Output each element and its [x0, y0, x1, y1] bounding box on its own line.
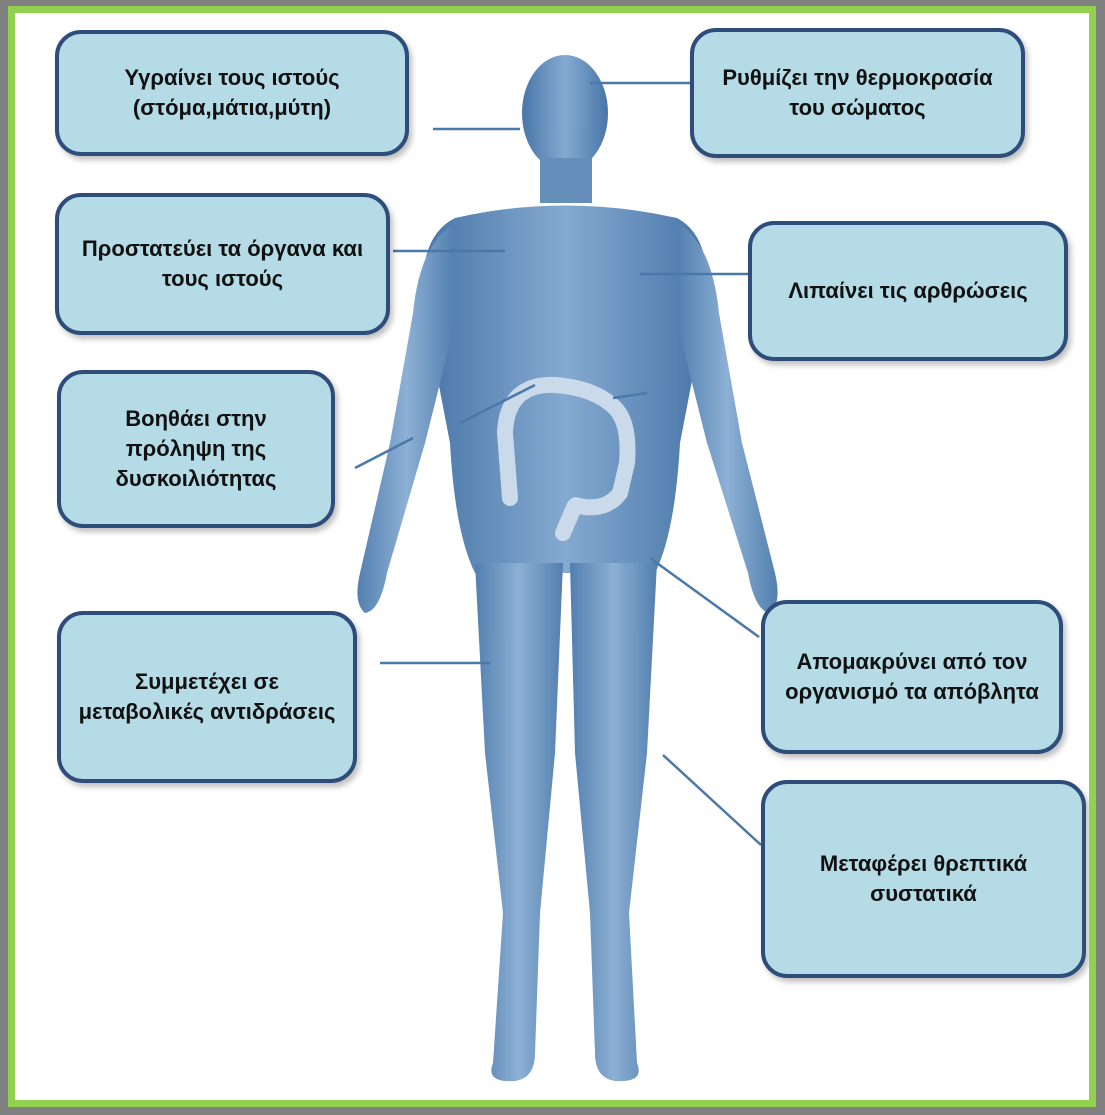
- left-leg-shape: [475, 563, 563, 1081]
- label-nutrients: Μεταφέρει θρεπτικά συστατικά: [761, 780, 1086, 978]
- label-nutrients-text: Μεταφέρει θρεπτικά συστατικά: [777, 849, 1070, 909]
- label-moisturizes-text: Υγραίνει τους ιστούς (στόμα,μάτια,μύτη): [71, 63, 393, 123]
- label-waste: Απομακρύνει από τον οργανισμό τα απόβλητ…: [761, 600, 1063, 754]
- label-temperature: Ρυθμίζει την θερμοκρασία του σώματος: [690, 28, 1025, 158]
- diagram-panel: Υγραίνει τους ιστούς (στόμα,μάτια,μύτη) …: [8, 6, 1096, 1107]
- label-constipation: Βοηθάει στην πρόληψη της δυσκοιλιότητας: [57, 370, 335, 528]
- label-metabolic-text: Συμμετέχει σε μεταβολικές αντιδράσεις: [73, 667, 341, 727]
- label-waste-text: Απομακρύνει από τον οργανισμό τα απόβλητ…: [777, 647, 1047, 707]
- connector-waste: [650, 558, 759, 637]
- label-moisturizes: Υγραίνει τους ιστούς (στόμα,μάτια,μύτη): [55, 30, 409, 156]
- label-lubricates-text: Λιπαίνει τις αρθρώσεις: [788, 276, 1027, 306]
- right-leg-shape: [570, 563, 657, 1081]
- connector-nutrients: [663, 755, 761, 845]
- neck-shape: [540, 158, 592, 203]
- label-metabolic: Συμμετέχει σε μεταβολικές αντιδράσεις: [57, 611, 357, 783]
- label-temperature-text: Ρυθμίζει την θερμοκρασία του σώματος: [706, 63, 1009, 123]
- head-shape: [522, 55, 608, 171]
- label-protects: Προστατεύει τα όργανα και τους ιστούς: [55, 193, 390, 335]
- label-protects-text: Προστατεύει τα όργανα και τους ιστούς: [71, 234, 374, 294]
- label-lubricates: Λιπαίνει τις αρθρώσεις: [748, 221, 1068, 361]
- label-constipation-text: Βοηθάει στην πρόληψη της δυσκοιλιότητας: [73, 404, 319, 494]
- body-silhouette: [357, 55, 777, 1081]
